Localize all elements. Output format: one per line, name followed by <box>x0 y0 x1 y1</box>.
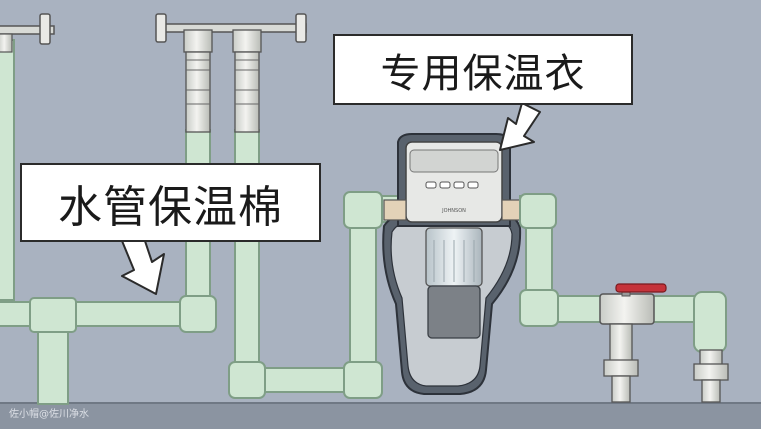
pipe-elbow-2 <box>228 361 266 399</box>
filter-inlet-connector <box>383 199 407 221</box>
valve-stem-2 <box>234 51 260 133</box>
filter-brand-label: JOHNSON <box>441 208 466 214</box>
pipe-insulation-left-stub <box>0 39 15 301</box>
pipe-insulation-drop <box>37 325 69 405</box>
filter-buttons <box>425 181 479 189</box>
floor <box>0 403 761 429</box>
watermark: 佐小帽@佐川净水 <box>9 409 89 420</box>
pipe-elbow-1 <box>179 295 217 333</box>
valve-handle-left <box>155 13 167 43</box>
valve-nut-left <box>603 359 639 377</box>
pipe-elbow-3 <box>343 361 383 399</box>
valve-body-2 <box>232 29 262 53</box>
valve-tail-left <box>611 375 631 403</box>
left-valve-bar <box>0 25 55 35</box>
pipe-tee-fitting <box>29 297 77 333</box>
pipe-elbow-7 <box>693 291 727 353</box>
valve-stem-1 <box>185 51 211 133</box>
callout-special-jacket: 专用保温衣 <box>333 34 633 105</box>
right-insulated-pipes <box>519 193 727 353</box>
pipe-elbow-6 <box>519 289 559 327</box>
water-filter: JOHNSON <box>382 133 525 395</box>
filter-display <box>409 149 499 173</box>
arrows <box>119 102 541 295</box>
pipe-elbow-5 <box>519 193 557 229</box>
callout-pipe-insulation: 水管保温棉 <box>20 163 321 242</box>
ball-valve-body <box>599 293 655 325</box>
valve-body-1 <box>183 29 213 53</box>
pipe-elbow-4 <box>343 191 383 229</box>
left-valve-neck <box>0 33 13 53</box>
filter-bowl <box>427 285 481 339</box>
ball-valve <box>599 283 729 403</box>
left-insulated-pipes <box>0 39 399 405</box>
valve-handle-right <box>295 13 307 43</box>
left-valve-handle <box>39 13 51 45</box>
top-valves <box>0 13 307 133</box>
valve-nut-right <box>693 363 729 381</box>
arrow-to-jacket <box>499 102 541 151</box>
valve-drop-left <box>609 323 633 365</box>
valve-tail-right <box>701 379 721 403</box>
valve-handle-red <box>615 283 667 293</box>
